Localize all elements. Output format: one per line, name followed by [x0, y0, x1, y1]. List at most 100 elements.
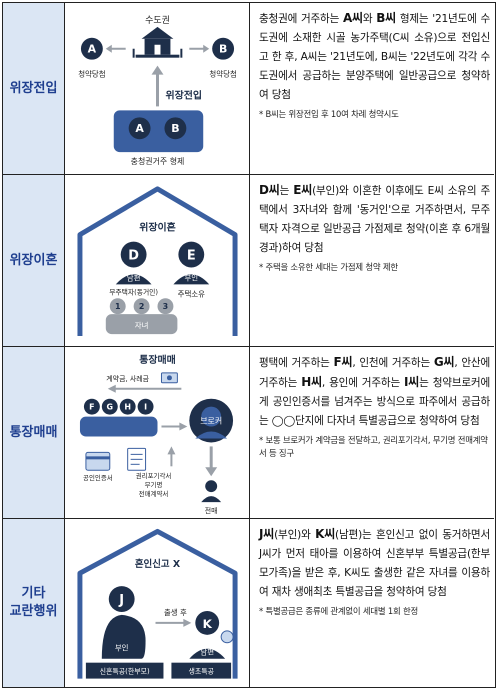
case-row-fake-address: 위장전입 수도권 — [3, 3, 494, 175]
svg-text:2: 2 — [139, 302, 145, 311]
arrow-up-icon — [151, 65, 164, 107]
b-caption: 청약당첨 — [209, 69, 236, 79]
arrow-label: 위장전입 — [165, 88, 202, 101]
k-caption: 남편 — [200, 647, 214, 657]
case-illustration: 통장매매 계약금, 사례금 F G H I — [66, 347, 250, 518]
a-caption: 청약당첨 — [78, 69, 105, 79]
case-row-fake-divorce: 위장이혼 위장이혼 D 남편 무주택자(동거인) E — [3, 175, 494, 347]
j-caption: 부인 — [115, 643, 129, 653]
house-icon — [132, 26, 183, 58]
fake-address-illustration: 수도권 — [78, 14, 237, 166]
e-caption: 부인 — [184, 272, 198, 282]
arrow-right-icon — [155, 618, 192, 627]
k-tag-box — [171, 662, 232, 679]
certificate-icon — [85, 451, 111, 471]
baby-icon — [220, 630, 234, 644]
svg-text:D: D — [128, 249, 139, 264]
svg-text:B: B — [171, 122, 179, 135]
case-label-text: 기타 — [21, 586, 46, 601]
d-caption: 남편 — [127, 272, 141, 282]
d-caption-2: 무주택자(동거인) — [109, 287, 158, 296]
person-b-icon: B — [212, 37, 235, 60]
case-note: * 보통 브로커가 계약금을 전달하고, 권리포기각서, 무기명 전매계약서 등… — [259, 435, 488, 458]
case-label-text: 위장전입 — [9, 80, 58, 96]
brothers-icon: A B — [113, 110, 204, 153]
children-caption: 자녀 — [135, 321, 149, 330]
svg-text:K: K — [203, 617, 213, 631]
capital-label: 수도권 — [145, 14, 170, 26]
case-row-account-trading: 통장매매 통장매매 계약금, 사례금 F G H I — [3, 347, 494, 519]
fake-divorce-illustration: 위장이혼 D 남편 무주택자(동거인) E 부인 주택소유 — [77, 186, 238, 337]
arrow-right-icon — [189, 44, 210, 53]
doc2-label-2: 무기명 — [145, 480, 163, 489]
case-label-text-2: 교란행위 — [9, 604, 58, 619]
doc2-label: 권리포기각서 — [136, 471, 172, 480]
e-caption-2: 주택소유 — [178, 288, 206, 298]
k-tag: 생초특공 — [188, 667, 214, 676]
svg-text:B: B — [219, 43, 227, 56]
person-e-icon: E — [173, 241, 210, 285]
arrow-left-icon — [107, 384, 182, 393]
svg-text:A: A — [88, 43, 97, 56]
svg-text:I: I — [144, 403, 147, 412]
broker-label: 브로커 — [200, 417, 222, 426]
svg-text:E: E — [187, 249, 196, 264]
person-d-icon: D — [115, 241, 152, 285]
j-tag-box — [85, 662, 164, 679]
person-a-icon: A — [80, 37, 103, 60]
account-trading-illustration: 통장매매 계약금, 사례금 F G H I — [79, 353, 234, 515]
arrow-right-icon — [161, 422, 188, 431]
money-icon — [160, 372, 178, 384]
svg-text:1: 1 — [115, 302, 121, 311]
pregnant-woman-icon: J — [101, 586, 146, 659]
house-title: 위장이혼 — [139, 221, 176, 234]
doc1-label: 공인인증서 — [83, 473, 113, 482]
case-illustration: 위장이혼 D 남편 무주택자(동거인) E 부인 주택소유 — [66, 175, 250, 346]
case-description: D씨는 E씨(부인)와 이혼한 이후에도 E씨 소유의 주택에서 3자녀와 함께… — [253, 175, 494, 346]
house-outline-icon — [77, 186, 238, 337]
arrow-left-icon — [105, 44, 126, 53]
case-paragraph: 평택에 거주하는 F씨, 인천에 거주하는 G씨, 안산에 거주하는 H씨, 용… — [259, 355, 490, 427]
case-label: 위장이혼 — [3, 175, 65, 346]
case-illustration: 혼인신고 X J 부인 출생 후 K — [66, 519, 250, 687]
arrow-down-icon — [205, 446, 218, 477]
svg-text:F: F — [89, 403, 94, 412]
people-fghi-icon: F G H I — [79, 398, 158, 437]
case-note: * 특별공급은 종류에 관계없이 세대별 1회 한정 — [259, 606, 418, 616]
case-label-text: 통장매매 — [9, 424, 58, 440]
case-label-text: 위장이혼 — [9, 252, 58, 268]
house-outline-icon — [77, 528, 238, 679]
house-title: 혼인신고 X — [135, 558, 181, 570]
arrow-up-icon — [167, 446, 176, 467]
doc2-label-3: 전매계약서 — [139, 489, 169, 498]
case-note: * 주택을 소유한 세대는 가점제 청약 제한 — [259, 262, 398, 272]
illus-title: 통장매매 — [139, 353, 176, 366]
case-paragraph: D씨는 E씨(부인)와 이혼한 이후에도 E씨 소유의 주택에서 3자녀와 함께… — [259, 183, 490, 254]
case-paragraph: J씨(부인)와 K씨(남편)는 혼인신고 없이 동거하면서 J씨가 먼저 태아를… — [259, 527, 490, 598]
svg-text:H: H — [124, 403, 131, 412]
case-label: 기타 교란행위 — [3, 519, 65, 687]
case-description: J씨(부인)와 K씨(남편)는 혼인신고 없이 동거하면서 J씨가 먼저 태아를… — [253, 519, 494, 687]
case-illustration: 수도권 — [66, 3, 250, 174]
arrow-label: 출생 후 — [164, 607, 187, 617]
case-row-other-disruption: 기타 교란행위 혼인신고 X J 부인 출생 후 — [3, 519, 494, 687]
svg-text:G: G — [107, 403, 114, 412]
case-note: * B씨는 위장전입 후 10여 차례 청약시도 — [259, 109, 399, 119]
buyer-icon — [201, 480, 222, 503]
family-caption: 충청권거주 형제 — [131, 156, 185, 166]
children-icon: 1 2 3 — [105, 298, 178, 335]
contract-label: 계약금, 사례금 — [106, 374, 149, 383]
case-paragraph: 충청권에 거주하는 A씨와 B씨 형제는 '21년도에 수도권에 소재한 시골 … — [259, 11, 491, 101]
case-description: 충청권에 거주하는 A씨와 B씨 형제는 '21년도에 수도권에 소재한 시골 … — [253, 3, 494, 174]
other-disruption-illustration: 혼인신고 X J 부인 출생 후 K — [77, 528, 238, 679]
case-description: 평택에 거주하는 F씨, 인천에 거주하는 G씨, 안산에 거주하는 H씨, 용… — [253, 347, 494, 518]
broker-icon — [189, 398, 234, 443]
svg-text:A: A — [135, 122, 144, 135]
case-label: 위장전입 — [3, 3, 65, 174]
svg-text:J: J — [118, 593, 124, 608]
case-label: 통장매매 — [3, 347, 65, 518]
j-tag: 신혼특공(한부모) — [100, 667, 150, 676]
svg-text:3: 3 — [163, 302, 169, 311]
document-icon — [127, 447, 147, 471]
